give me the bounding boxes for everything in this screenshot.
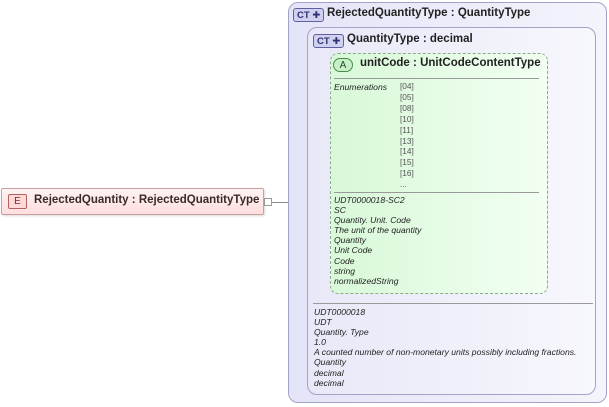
outer-type-name: RejectedQuantityType xyxy=(327,7,448,19)
inner-type-separator: : xyxy=(422,33,427,45)
enumerations-label: Enumerations xyxy=(334,82,388,92)
inner-type-base: decimal xyxy=(429,33,473,45)
complex-type-badge-outer: CT ✚ xyxy=(293,8,325,22)
annotation-line: string xyxy=(334,265,356,276)
annotation-line: UDT0000018 xyxy=(314,307,366,317)
enumeration-item: ... xyxy=(400,179,407,190)
enumeration-list: [04] [05] [08] [10] [11] [13] [14] [15] … xyxy=(400,81,414,190)
annotation-line: Quantity xyxy=(334,235,367,246)
annotation-line: normalizedString xyxy=(334,275,399,286)
outer-type-separator: : xyxy=(450,7,455,19)
annotation-line: UDT0000018-SC2 xyxy=(334,195,405,205)
enumeration-item: [10] xyxy=(400,113,414,124)
type-divider xyxy=(313,303,593,304)
outer-type-title: RejectedQuantityType : QuantityType xyxy=(327,7,530,19)
annotation-line: Quantity. Type xyxy=(314,327,369,338)
element-badge: E xyxy=(8,194,27,209)
enumeration-item: [05] xyxy=(400,91,414,102)
element-label: RejectedQuantity : RejectedQuantityType xyxy=(34,194,259,206)
enumeration-item: [11] xyxy=(400,124,414,135)
element-type: RejectedQuantityType xyxy=(138,194,260,206)
annotation-line: Quantity. Unit. Code xyxy=(334,215,411,226)
element-rejectedquantity[interactable]: E RejectedQuantity : RejectedQuantityTyp… xyxy=(1,188,264,215)
attribute-name: unitCode xyxy=(360,57,410,69)
attribute-badge: A xyxy=(333,58,353,72)
annotation-line: Quantity xyxy=(314,357,347,368)
expand-plus-icon: ✚ xyxy=(332,36,341,47)
enumeration-item: [13] xyxy=(400,135,414,146)
enumeration-item: [15] xyxy=(400,157,414,168)
connector-line xyxy=(272,202,288,203)
type-annotations: UDT0000018 UDT Quantity. Type 1.0 A coun… xyxy=(314,307,576,388)
enumeration-item: [16] xyxy=(400,168,414,179)
attribute-unitcode[interactable] xyxy=(330,53,548,294)
annotation-line: 1.0 xyxy=(314,337,326,348)
annotation-line: Unit Code xyxy=(334,245,373,256)
annotation-line: SC xyxy=(334,205,346,216)
annotation-line: Code xyxy=(334,255,355,266)
annotation-line: A counted number of non-monetary units p… xyxy=(314,347,577,358)
annotation-line: The unit of the quantity xyxy=(334,225,422,236)
attribute-separator: : xyxy=(413,57,417,69)
annotation-line: decimal xyxy=(314,367,344,378)
attribute-annotations: UDT0000018-SC2 SC Quantity. Unit. Code T… xyxy=(334,195,421,286)
enumeration-item: [08] xyxy=(400,102,414,113)
element-name: RejectedQuantity xyxy=(34,194,129,206)
collapse-toggle-icon[interactable] xyxy=(264,198,272,206)
attribute-divider-bottom xyxy=(334,192,539,193)
attribute-divider-top xyxy=(334,78,539,79)
complex-type-badge-inner: CT ✚ xyxy=(313,34,345,48)
element-separator: : xyxy=(131,194,136,206)
enumeration-item: [04] xyxy=(400,81,414,91)
enumeration-item: [14] xyxy=(400,146,414,157)
attribute-type: UnitCodeContentType xyxy=(420,57,541,69)
annotation-line: UDT xyxy=(314,317,332,328)
expand-plus-icon: ✚ xyxy=(312,10,321,21)
annotation-line: decimal xyxy=(314,377,344,388)
inner-type-title: QuantityType : decimal xyxy=(347,33,473,45)
attribute-title: unitCode : UnitCodeContentType xyxy=(360,57,541,69)
outer-type-base: QuantityType xyxy=(457,7,531,19)
inner-type-name: QuantityType xyxy=(347,33,420,45)
